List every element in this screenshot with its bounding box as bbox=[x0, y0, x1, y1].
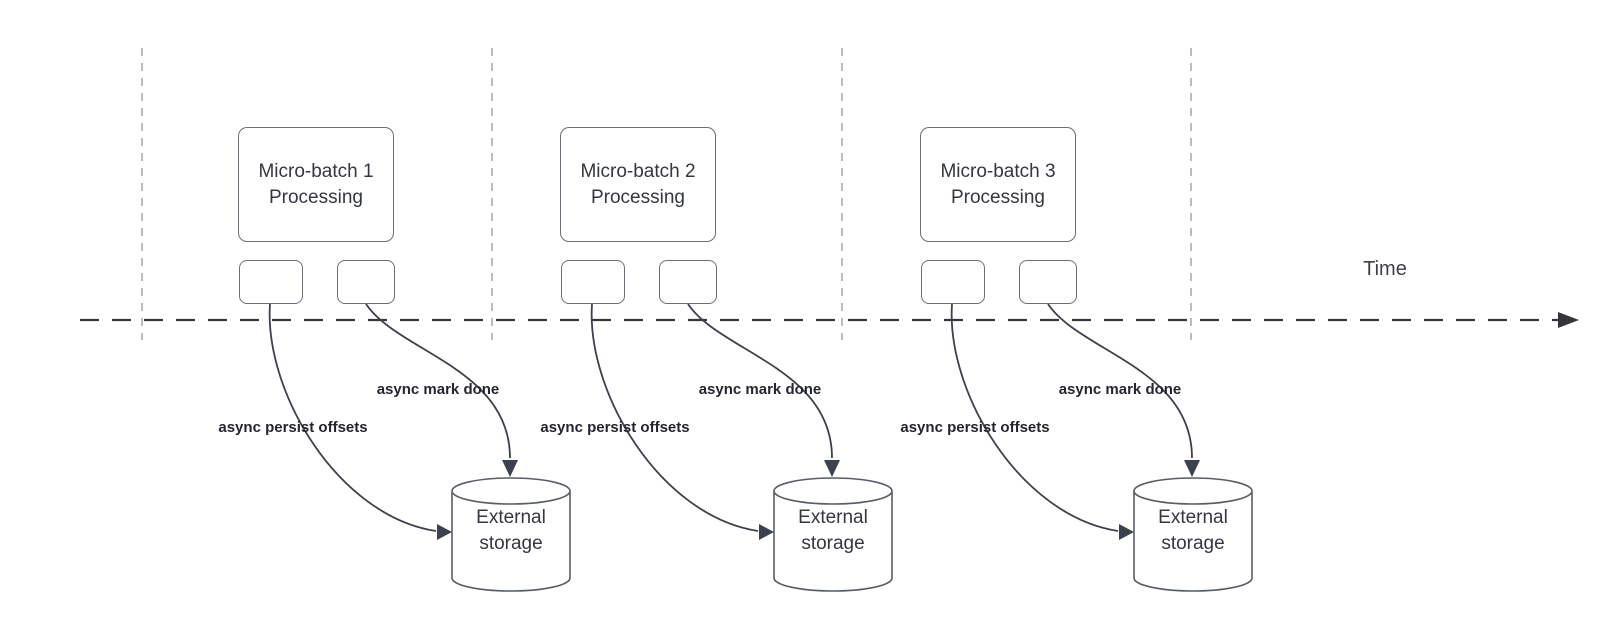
external-storage-cylinder bbox=[1133, 477, 1253, 592]
batch-1-mark-done-task-box bbox=[337, 260, 395, 304]
mark-done-arrow-curve bbox=[1047, 303, 1193, 459]
mark-done-arrowhead-icon bbox=[824, 460, 840, 477]
batch-2-arrows-group bbox=[590, 303, 893, 592]
micro-batch-2-processing-box: Micro-batch 2 Processing bbox=[560, 127, 716, 242]
mark-done-arrowhead-icon bbox=[1184, 460, 1200, 477]
external-storage-cylinder bbox=[773, 477, 893, 592]
batch-1-external-storage-label: External storage bbox=[476, 507, 546, 554]
batch-1-arrows-group bbox=[268, 303, 571, 592]
batch-2-mark-done-label: async mark done bbox=[698, 381, 822, 398]
mark-done-arrow-curve bbox=[687, 303, 833, 459]
batch-3-persist-offsets-label: async persist offsets bbox=[900, 419, 1050, 436]
mark-done-arrow-curve bbox=[365, 303, 511, 459]
batch-3-persist-task-box bbox=[921, 260, 985, 304]
time-axis-arrowhead-icon bbox=[1558, 312, 1579, 328]
batch-3-mark-done-label: async mark done bbox=[1058, 381, 1182, 398]
batch-1-persist-task-box bbox=[239, 260, 303, 304]
micro-batch-1-processing-label: Micro-batch 1 Processing bbox=[258, 160, 374, 208]
persist-offsets-arrowhead-icon bbox=[759, 524, 774, 540]
time-axis-label: Time bbox=[1363, 258, 1407, 280]
batch-2-external-storage-label: External storage bbox=[798, 507, 868, 554]
persist-offsets-arrowhead-icon bbox=[1119, 524, 1134, 540]
micro-batch-1-processing-box: Micro-batch 1 Processing bbox=[238, 127, 394, 242]
batch-3-mark-done-task-box bbox=[1019, 260, 1077, 304]
external-storage-cylinder bbox=[451, 477, 571, 592]
batch-2-persist-offsets-label: async persist offsets bbox=[540, 419, 690, 436]
batch-2-mark-done-task-box bbox=[659, 260, 717, 304]
batch-1-persist-offsets-label: async persist offsets bbox=[218, 419, 368, 436]
time-slice-guides bbox=[141, 48, 1192, 340]
micro-batch-3-processing-label: Micro-batch 3 Processing bbox=[940, 160, 1056, 208]
micro-batch-3-processing-box: Micro-batch 3 Processing bbox=[920, 127, 1076, 242]
batch-1-mark-done-label: async mark done bbox=[376, 381, 500, 398]
persist-offsets-arrow-curve bbox=[950, 303, 1119, 532]
batch-2-persist-task-box bbox=[561, 260, 625, 304]
batch-3-arrows-group bbox=[950, 303, 1253, 592]
mark-done-arrowhead-icon bbox=[502, 460, 518, 477]
persist-offsets-arrow-curve bbox=[590, 303, 759, 532]
batch-3-external-storage-label: External storage bbox=[1158, 507, 1228, 554]
persist-offsets-arrow-curve bbox=[268, 303, 437, 532]
persist-offsets-arrowhead-icon bbox=[437, 524, 452, 540]
micro-batch-2-processing-label: Micro-batch 2 Processing bbox=[580, 160, 696, 208]
